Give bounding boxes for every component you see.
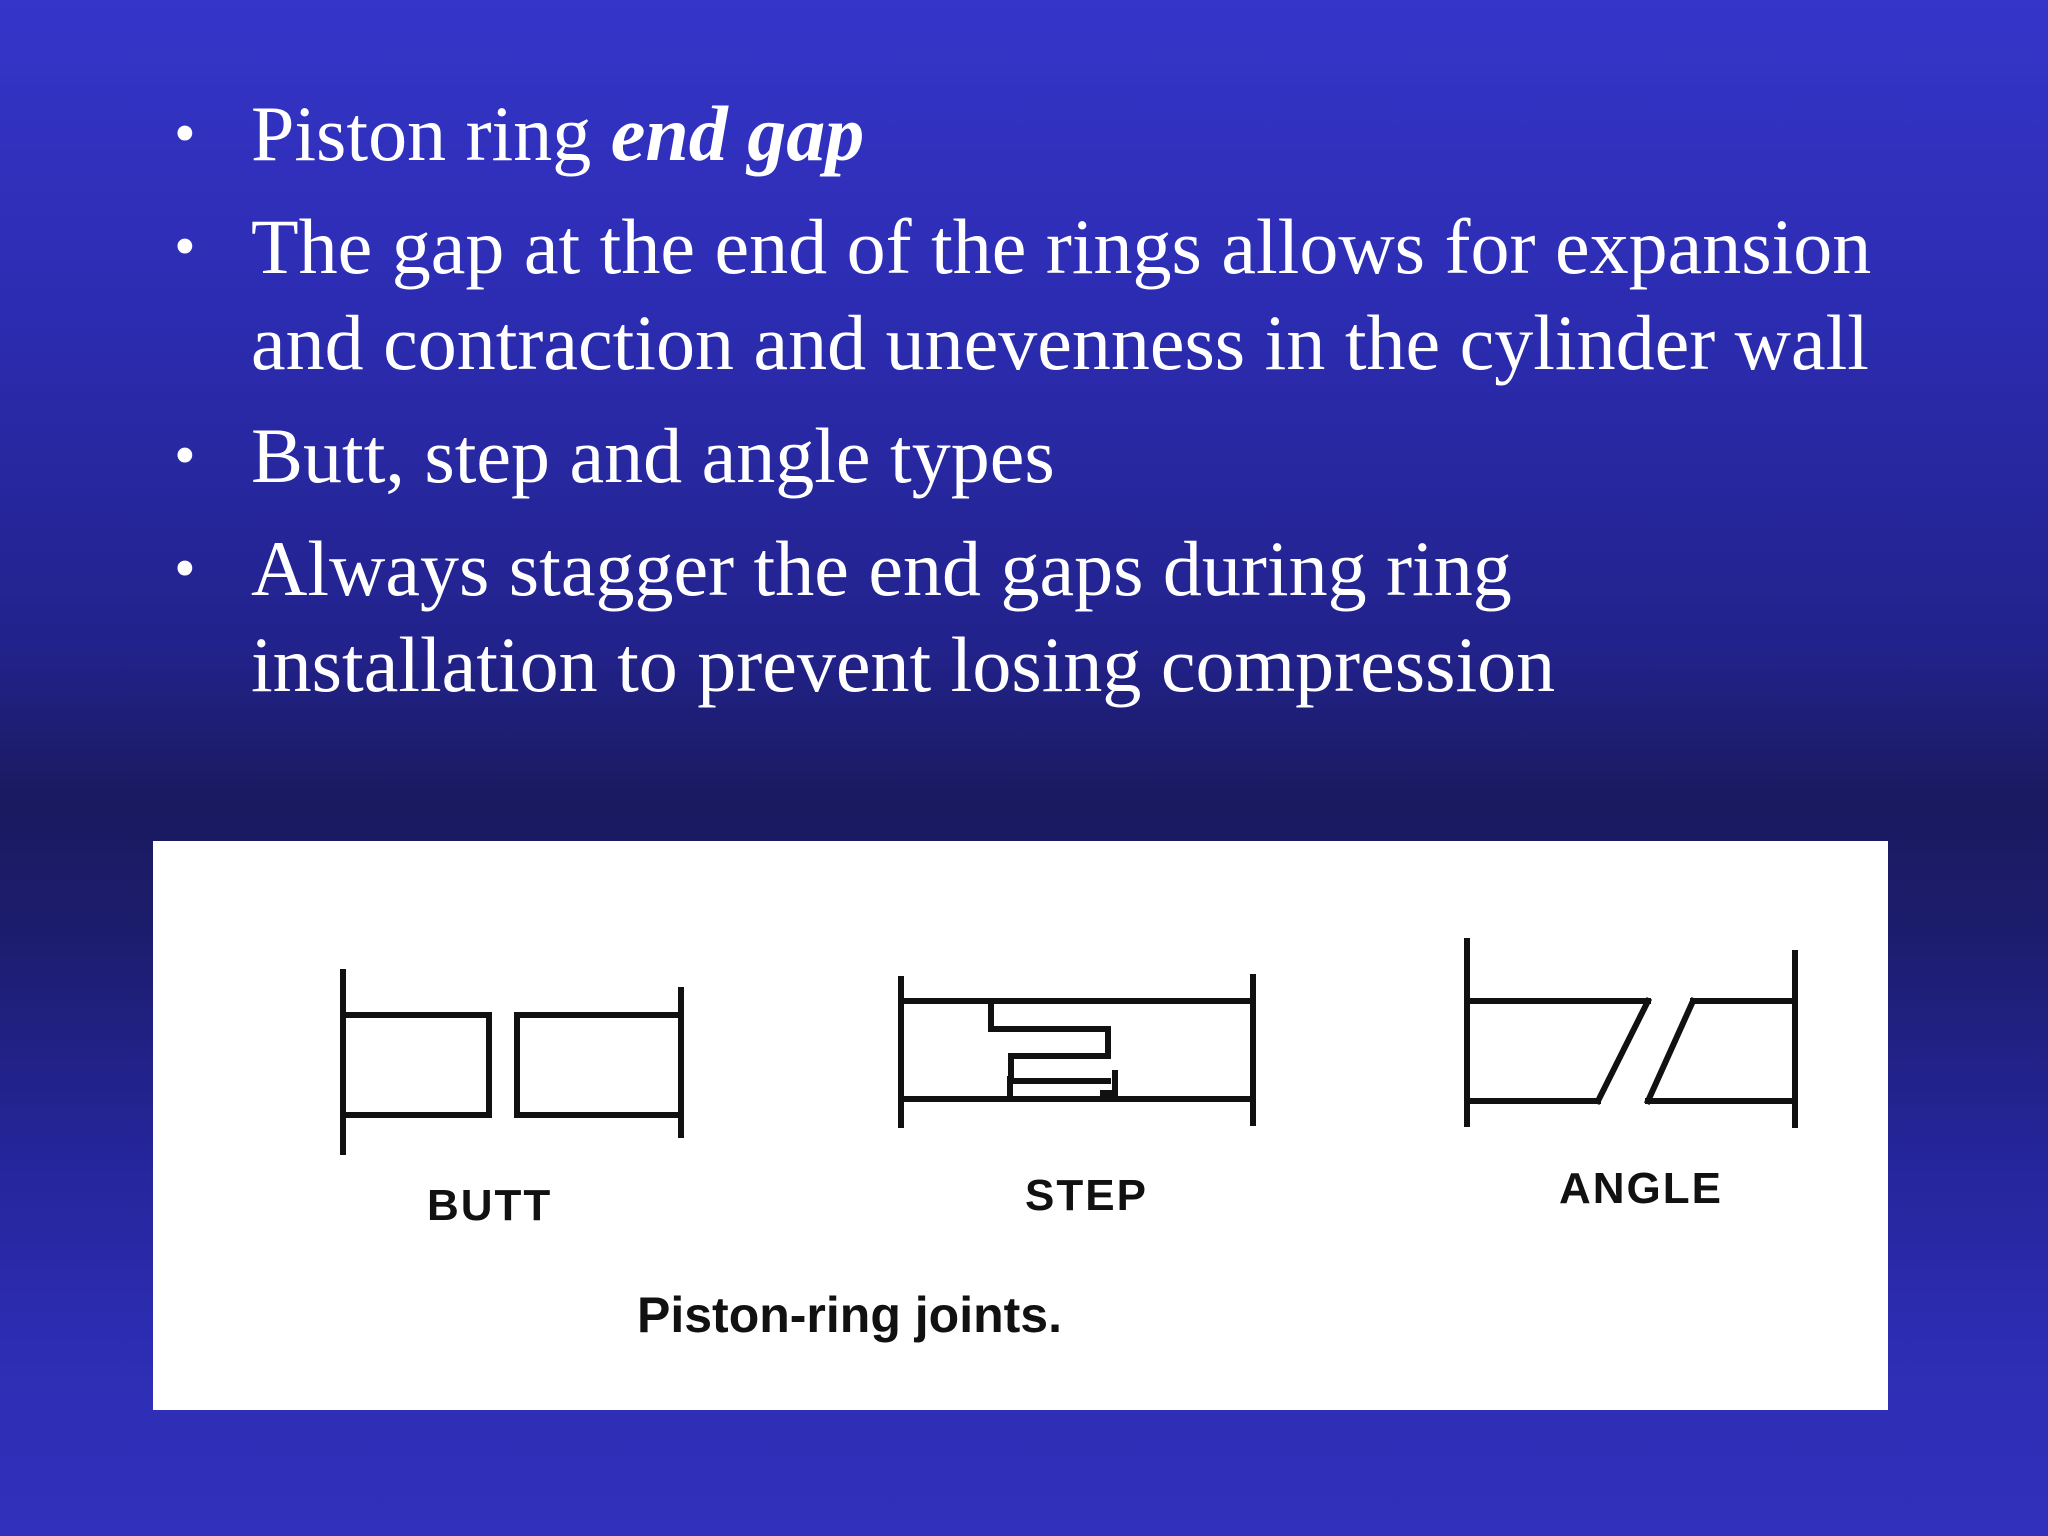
bullet-emphasis: end gap (610, 90, 865, 177)
bullet-text-line2: and contraction and unevenness in the cy… (251, 299, 1869, 386)
bullet-end-gap: • Piston ring end gap (0, 86, 2048, 182)
joint-diagrams (340, 938, 1798, 1155)
bullet-gap-purpose: • The gap at the end of the rings allows… (0, 199, 2048, 391)
piston-ring-joints-figure: BUTT STEP ANGLE Piston-ring joints. (153, 841, 1888, 1410)
bullet-types: • Butt, step and angle types (0, 408, 2048, 504)
step-label: STEP (1025, 1171, 1148, 1220)
figure-caption: Piston-ring joints. (637, 1287, 1062, 1343)
bullet-text-line2: installation to prevent losing compressi… (251, 621, 1556, 708)
angle-joint-diagram (1464, 938, 1798, 1128)
bullet-marker: • (174, 213, 196, 281)
bullet-marker: • (174, 535, 196, 603)
bullet-marker: • (174, 100, 196, 168)
bullet-list: • Piston ring end gap • The gap at the e… (0, 86, 2048, 730)
bullet-text-line1: The gap at the end of the rings allows f… (251, 203, 1872, 290)
angle-label: ANGLE (1559, 1164, 1723, 1213)
step-joint-diagram (898, 974, 1256, 1128)
butt-joint-diagram (340, 969, 684, 1155)
butt-label: BUTT (427, 1181, 553, 1230)
bullet-marker: • (174, 422, 196, 490)
bullet-stagger: • Always stagger the end gaps during rin… (0, 521, 2048, 713)
bullet-text: Piston ring (251, 90, 611, 177)
bullet-text: Butt, step and angle types (251, 412, 1055, 499)
bullet-text-line1: Always stagger the end gaps during ring (251, 525, 1512, 612)
